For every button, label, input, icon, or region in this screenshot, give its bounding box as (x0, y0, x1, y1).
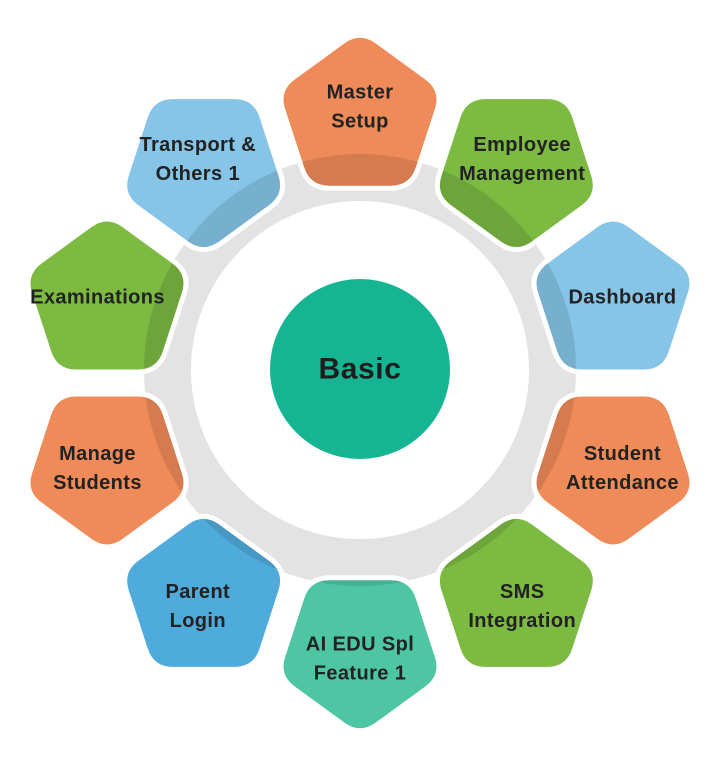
module-shape-employee-management (437, 96, 596, 250)
module-label-transport-others-1: Transport &Others 1 (139, 134, 256, 185)
center-label: Basic (318, 353, 401, 386)
module-outline-manage-students (25, 391, 189, 550)
module-shape-ai-edu-spl-feature-1 (281, 577, 439, 731)
module-shape-dashboard (534, 218, 692, 372)
module-outline-sms-integration (434, 513, 598, 672)
module-outline-dashboard (531, 216, 695, 375)
module-outline-employee-management (434, 94, 598, 253)
module-outline-master-setup (278, 32, 442, 191)
module-shape-master-setup (281, 35, 439, 189)
module-outline-examinations (25, 216, 189, 375)
module-shape-sms-integration (437, 516, 596, 670)
module-shape-student-attendance (534, 394, 692, 548)
module-fills (28, 35, 692, 731)
module-outline-ai-edu-spl-feature-1 (278, 575, 442, 734)
module-outline-parent-login (122, 513, 286, 672)
module-shape-parent-login (124, 516, 283, 670)
module-label-examinations: Examinations (30, 287, 165, 309)
module-shape-manage-students (28, 394, 186, 548)
module-label-dashboard: Dashboard (568, 287, 676, 309)
module-outline-student-attendance (531, 391, 695, 550)
module-outlines (25, 32, 695, 734)
module-shape-transport-others-1 (124, 96, 283, 250)
center-circle (270, 279, 450, 459)
module-shape-examinations (28, 218, 186, 372)
module-outline-transport-others-1 (122, 94, 286, 253)
